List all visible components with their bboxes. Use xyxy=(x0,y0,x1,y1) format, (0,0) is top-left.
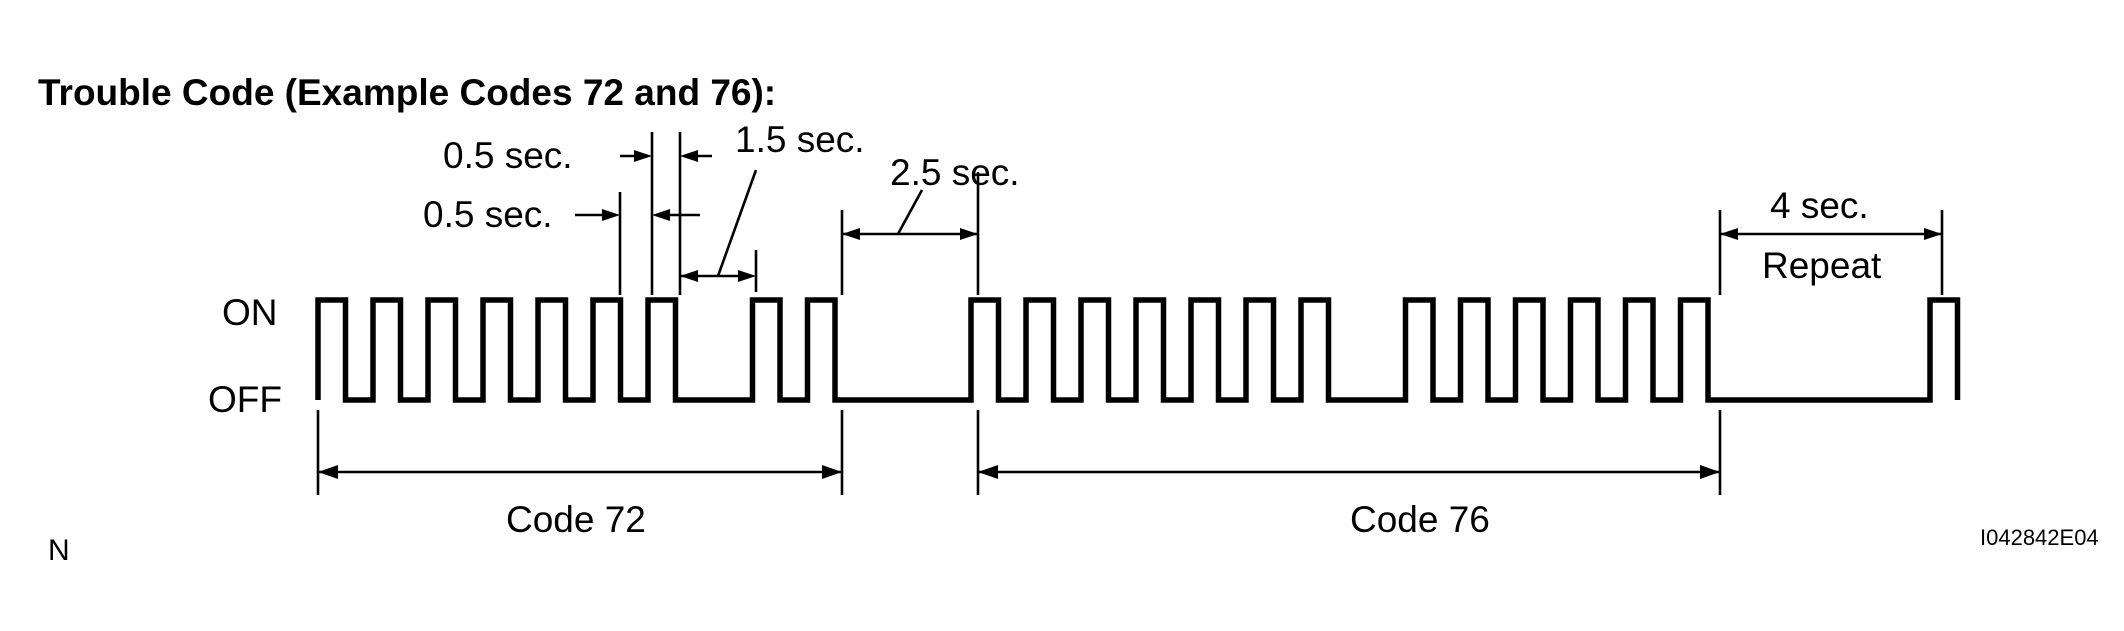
pulse-on-arrowhead-right xyxy=(680,150,698,162)
pulse-off-arrowhead-right xyxy=(652,209,670,221)
repeat-gap-arrowhead-right xyxy=(1924,228,1942,240)
code-76-span: Code 76 xyxy=(976,410,1722,540)
code-76-arrowhead-right xyxy=(1700,465,1720,479)
code-72-label: Code 72 xyxy=(506,499,646,540)
digit-gap-duration-label: 1.5 sec. xyxy=(735,119,865,160)
code-gap-arrowhead-right xyxy=(960,228,978,240)
digit-gap-arrowhead-right xyxy=(738,270,756,282)
repeat-gap-arrowhead-left xyxy=(1720,228,1738,240)
code-72-arrowhead-left xyxy=(318,465,338,479)
blink-signal-waveform xyxy=(315,297,1961,403)
off-level-label: OFF xyxy=(208,379,282,420)
pulse-timing-annotations: 0.5 sec. 0.5 sec. xyxy=(423,132,712,295)
code-76-arrowhead-left xyxy=(978,465,998,479)
code-gap-duration-label: 2.5 sec. xyxy=(890,152,1020,193)
digit-gap-leader xyxy=(716,169,758,277)
repeat-gap-annotation: 4 sec. Repeat xyxy=(1718,185,1944,295)
code-gap-arrowhead-left xyxy=(842,228,860,240)
on-level-label: ON xyxy=(222,292,278,333)
code-gap-leader xyxy=(896,189,924,235)
repeat-gap-duration-label: 4 sec. xyxy=(1770,185,1869,226)
figure-id: I042842E04 xyxy=(1980,525,2099,550)
digit-gap-arrowhead-left xyxy=(680,270,698,282)
pulse-on-duration-label: 0.5 sec. xyxy=(443,135,573,176)
code-72-span: Code 72 xyxy=(316,410,844,540)
diagram-title: Trouble Code (Example Codes 72 and 76): xyxy=(38,72,776,113)
code-72-arrowhead-right xyxy=(822,465,842,479)
digit-gap-annotation: 1.5 sec. xyxy=(680,119,865,292)
corner-mark: N xyxy=(48,534,70,567)
pulse-off-duration-label: 0.5 sec. xyxy=(423,194,553,235)
code-gap-annotation: 2.5 sec. xyxy=(840,152,1020,295)
pulse-on-arrowhead-left xyxy=(634,150,652,162)
pulse-off-arrowhead-left xyxy=(602,209,620,221)
code-76-label: Code 76 xyxy=(1350,499,1490,540)
repeat-label: Repeat xyxy=(1762,245,1882,286)
